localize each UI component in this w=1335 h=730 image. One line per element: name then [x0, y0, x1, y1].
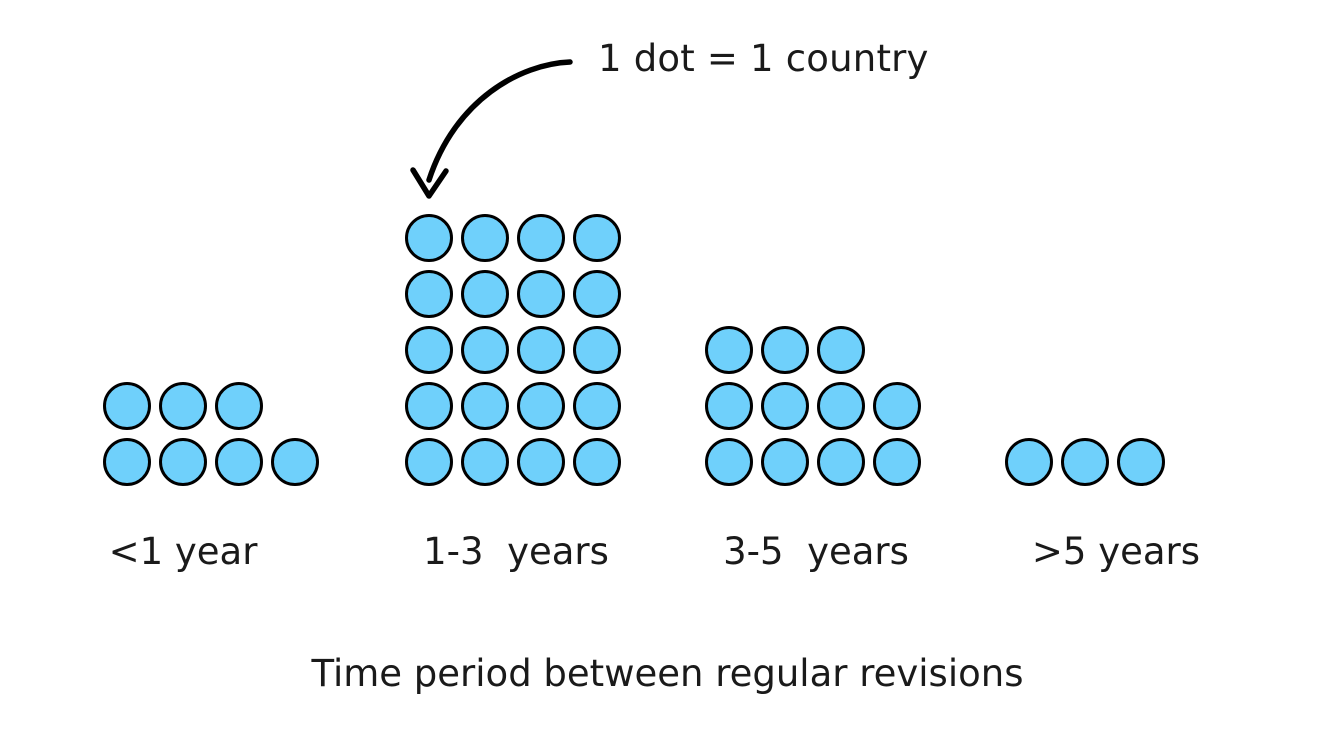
category-label-lt-1-year: <1 year: [108, 530, 258, 573]
dot-marker: [159, 382, 207, 430]
dot-marker: [215, 382, 263, 430]
dot-marker: [405, 270, 453, 318]
dot-marker: [461, 214, 509, 262]
category-label-gt-5-years: >5 years: [1031, 530, 1201, 573]
dot-marker: [103, 382, 151, 430]
dot-row: [103, 378, 271, 434]
dot-marker: [761, 438, 809, 486]
dot-marker: [461, 382, 509, 430]
dot-row: [405, 434, 629, 490]
dot-row: [705, 378, 929, 434]
dot-marker: [517, 326, 565, 374]
dot-marker: [873, 382, 921, 430]
dot-row: [405, 378, 629, 434]
dot-group-lt-1-year: [103, 378, 327, 490]
dot-row: [405, 322, 629, 378]
dot-row: [103, 434, 327, 490]
dot-marker: [405, 438, 453, 486]
dot-marker: [873, 438, 921, 486]
dot-row: [705, 434, 929, 490]
annotation-arrow-icon: [410, 59, 573, 199]
dot-marker: [159, 438, 207, 486]
dot-group-gt-5-years: [1005, 434, 1173, 490]
dot-marker: [1061, 438, 1109, 486]
dot-row: [405, 266, 629, 322]
dot-marker: [517, 382, 565, 430]
dot-marker: [705, 326, 753, 374]
dot-marker: [761, 326, 809, 374]
dot-row: [1005, 434, 1173, 490]
dot-marker: [103, 438, 151, 486]
dot-marker: [705, 438, 753, 486]
dot-marker: [517, 214, 565, 262]
dot-marker: [271, 438, 319, 486]
axis-title: Time period between regular revisions: [311, 652, 1024, 695]
dot-marker: [405, 326, 453, 374]
dot-group-3-5-years: [705, 322, 929, 490]
dot-row: [405, 210, 629, 266]
dot-marker: [461, 270, 509, 318]
dot-row: [705, 322, 873, 378]
dot-marker: [215, 438, 263, 486]
category-label-1-3-years: 1-3 years: [423, 530, 609, 573]
dot-marker: [573, 438, 621, 486]
dot-marker: [573, 326, 621, 374]
dot-marker: [573, 382, 621, 430]
dot-marker: [517, 270, 565, 318]
dot-marker: [1117, 438, 1165, 486]
dot-marker: [461, 326, 509, 374]
dot-marker: [405, 382, 453, 430]
dot-marker: [573, 214, 621, 262]
dot-marker: [573, 270, 621, 318]
dot-marker: [705, 382, 753, 430]
dot-marker: [461, 438, 509, 486]
dot-marker: [817, 438, 865, 486]
dot-marker: [1005, 438, 1053, 486]
dot-marker: [517, 438, 565, 486]
dot-marker: [817, 382, 865, 430]
category-label-3-5-years: 3-5 years: [723, 530, 909, 573]
dot-marker: [817, 326, 865, 374]
annotation-label: 1 dot = 1 country: [598, 37, 929, 80]
dot-marker: [761, 382, 809, 430]
dot-marker: [405, 214, 453, 262]
dot-group-1-3-years: [405, 210, 629, 490]
